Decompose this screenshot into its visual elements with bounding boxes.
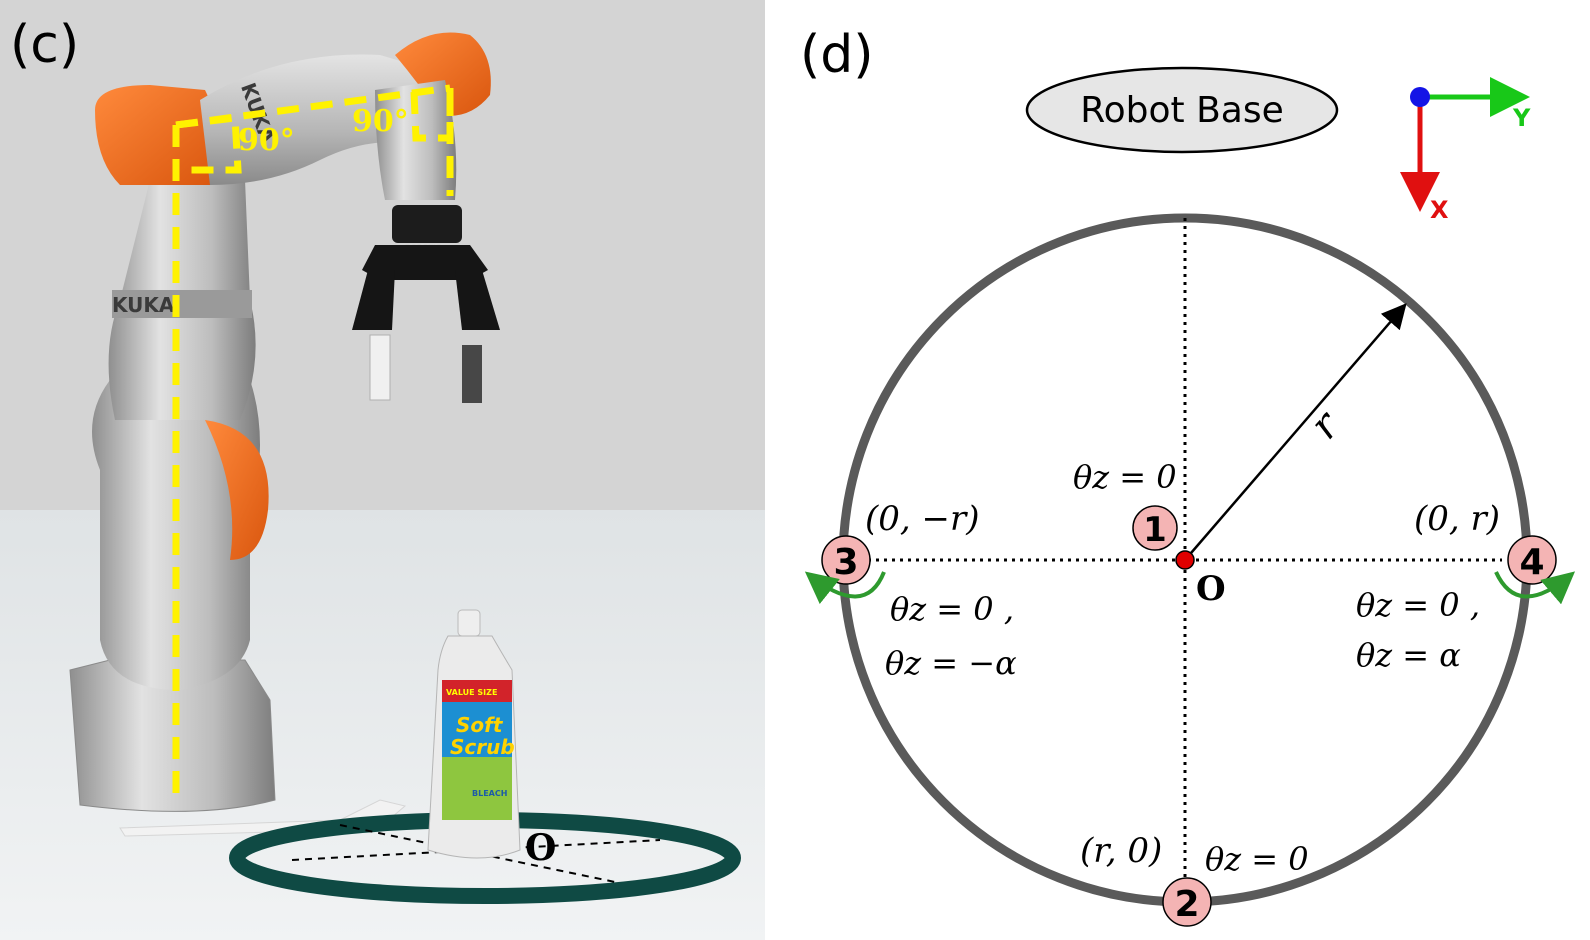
joint-angle-overlay bbox=[172, 84, 454, 805]
robot-base-label: Robot Base bbox=[1080, 90, 1284, 131]
angle-label-right: 90° bbox=[352, 104, 409, 139]
bottle-brand-line2: Scrub bbox=[450, 735, 515, 759]
panel-c: KUKA KUKA ROBOTIQ bbox=[0, 0, 765, 940]
point-2-theta: θz = 0 bbox=[1205, 840, 1309, 878]
robot-shoulder-orange bbox=[95, 85, 217, 185]
axes-origin-dot bbox=[1410, 87, 1430, 107]
origin-label-d: O bbox=[1196, 569, 1226, 609]
robot-brand-lower: KUKA bbox=[112, 293, 175, 317]
point-4-rotation-arrow bbox=[1494, 571, 1576, 605]
bottle-label-mid bbox=[442, 702, 512, 757]
gripper-finger-right-link bbox=[455, 270, 500, 330]
point-4-coord: (0, r) bbox=[1414, 499, 1500, 539]
gripper-pad-left bbox=[369, 334, 391, 401]
ring-dash-1 bbox=[339, 824, 616, 883]
bottle-brand-line1: Soft bbox=[456, 713, 504, 737]
gripper-coupling bbox=[392, 205, 462, 243]
panel-label-c: (c) bbox=[10, 15, 79, 75]
robot-base-ellipse bbox=[1025, 66, 1339, 154]
bottle-label-top: VALUE SIZE bbox=[446, 688, 497, 697]
robot-mid-ring bbox=[112, 290, 252, 318]
gripper: ROBOTIQ bbox=[352, 205, 500, 403]
soft-scrub-bottle: VALUE SIZE Soft Scrub BLEACH bbox=[427, 609, 521, 859]
robot-upper-link bbox=[200, 54, 446, 185]
point-2-marker bbox=[1162, 877, 1212, 927]
point-2-number: 2 bbox=[1174, 884, 1199, 925]
point-3: 3 (0, −r) θz = 0 , θz = −α bbox=[804, 499, 1017, 682]
point-4: 4 (0, r) θz = 0 , θz = α bbox=[1356, 499, 1576, 674]
point-1-number: 1 bbox=[1143, 510, 1167, 550]
origin-label-c: O bbox=[525, 827, 556, 869]
point-3-number: 3 bbox=[833, 542, 858, 583]
radius-label: r bbox=[1301, 401, 1350, 448]
point-1-marker bbox=[1132, 505, 1178, 551]
point-3-coord: (0, −r) bbox=[865, 499, 980, 539]
y-axis-label: Y bbox=[1512, 104, 1531, 132]
x-axis-label: X bbox=[1430, 196, 1449, 224]
robot-elbow-orange bbox=[395, 32, 491, 116]
origin-dot bbox=[1175, 550, 1195, 570]
gripper-pad-right bbox=[462, 345, 482, 403]
point-3-theta-b: θz = −α bbox=[885, 644, 1017, 682]
bottle-label-top-band bbox=[442, 680, 512, 702]
angle-label-left: 90° bbox=[238, 123, 295, 158]
gripper-finger-left-link bbox=[352, 270, 395, 330]
robot-base bbox=[69, 659, 276, 812]
point-3-rotation-arrow bbox=[804, 571, 886, 605]
point-1: 1 θz = 0 bbox=[1073, 458, 1178, 551]
bottle-label-bleach: BLEACH bbox=[472, 789, 507, 798]
radius-arrow bbox=[1184, 303, 1407, 561]
panel-d: (d) Robot Base Y X r O 1 θz = 0 bbox=[800, 25, 1576, 927]
point-4-theta-a: θz = 0 , bbox=[1356, 586, 1480, 624]
point-3-theta-a: θz = 0 , bbox=[890, 590, 1014, 628]
point-4-theta-b: θz = α bbox=[1356, 636, 1461, 674]
point-2: 2 (r, 0) θz = 0 bbox=[1080, 831, 1309, 927]
axes-icon: Y X bbox=[1400, 77, 1531, 224]
panel-label-d: (d) bbox=[800, 25, 874, 85]
point-2-coord: (r, 0) bbox=[1080, 831, 1162, 871]
point-1-theta: θz = 0 bbox=[1073, 458, 1177, 496]
bottle-cap bbox=[457, 609, 481, 637]
point-4-number: 4 bbox=[1519, 542, 1544, 583]
robot-lower-orange-joint bbox=[205, 420, 269, 560]
